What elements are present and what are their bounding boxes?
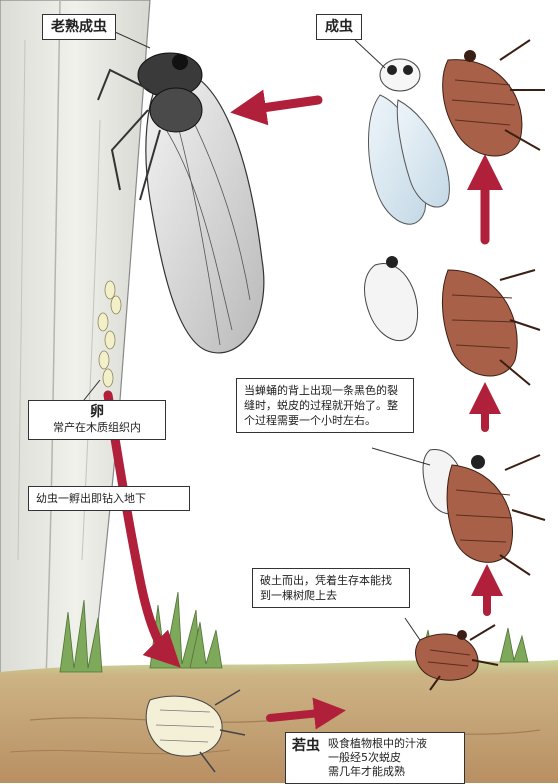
molting-stage-2 [365,256,540,385]
nymph-line: 吸食植物根中的汁液 [328,737,427,751]
label-climb: 破土而出，凭着生存本能找到一棵树爬上去 [252,568,410,608]
tree-trunk [0,0,150,690]
adult-cicada [368,59,449,224]
nymph-line: 一般经5次蜕皮 [328,751,427,765]
soil-ground [0,660,558,783]
arrow-adult-to-old [248,100,318,110]
nymph-title: 若虫 [292,737,320,755]
egg-title: 卵 [36,405,158,420]
label-egg: 卵 常产在木质组织内 [28,400,166,440]
nymph-lines: 吸食植物根中的汁液 一般经5次蜕皮 需几年才能成熟 [328,737,427,779]
label-larva: 幼虫一孵出即钻入地下 [28,486,190,511]
label-old-adult: 老熟成虫 [42,14,116,40]
label-nymph: 若虫 吸食植物根中的汁液 一般经5次蜕皮 需几年才能成熟 [285,732,465,784]
label-molting: 当蝉蛹的背上出现一条黑色的裂缝时，蜕皮的过程就开始了。整个过程需要一个小时左右。 [236,378,414,433]
nymph-shell-top [443,40,545,156]
egg-desc: 常产在木质组织内 [53,421,141,434]
nymph-line: 需几年才能成熟 [328,765,427,779]
molting-stage-1 [423,450,545,575]
label-adult: 成虫 [316,14,362,40]
